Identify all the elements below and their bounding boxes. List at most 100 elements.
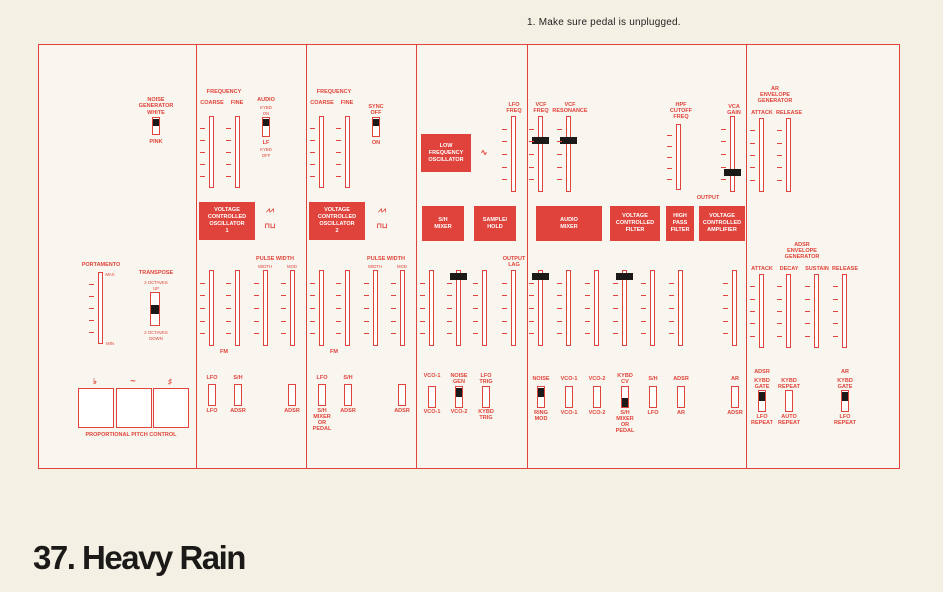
slider-tick — [391, 295, 396, 296]
sync-switch[interactable] — [372, 117, 380, 137]
mixer-vco2-switch[interactable] — [593, 386, 601, 408]
slider-tick — [473, 321, 478, 322]
slider-tick — [502, 167, 507, 168]
mixer-vco1-slider[interactable] — [566, 270, 571, 346]
hpf-cutoff-slider[interactable] — [676, 124, 681, 190]
vco2-coarse-slider[interactable] — [319, 116, 324, 188]
vco1-fine-slider[interactable] — [235, 116, 240, 188]
proportional-pitch-control-label: PROPORTIONAL PITCH CONTROL — [85, 432, 177, 438]
pitch-pad-flat[interactable] — [78, 388, 114, 428]
adsr-attack-slider[interactable] — [759, 274, 764, 348]
vco1-coarse-slider[interactable] — [209, 116, 214, 188]
slider-tick — [529, 333, 534, 334]
vca-ar-slider[interactable] — [732, 270, 737, 346]
slider-tick — [336, 152, 341, 153]
slider-tick — [254, 308, 259, 309]
slider-knob — [450, 273, 467, 280]
vcf-sh-slider[interactable] — [650, 270, 655, 346]
transpose-switch[interactable] — [150, 292, 160, 326]
sh-mixer-slider-1[interactable] — [429, 270, 434, 346]
vca-ar-switch[interactable] — [731, 386, 739, 408]
mixer-vco1-switch[interactable] — [565, 386, 573, 408]
adsr-label-3: ADSR — [340, 408, 356, 414]
adsr-gate-switch[interactable] — [758, 390, 766, 412]
pulse-width-label: PULSE WIDTH — [256, 256, 294, 262]
vco2-fm-switch-2[interactable] — [344, 384, 352, 406]
vco1-pwm-slider[interactable] — [290, 270, 295, 346]
mixer-noise-switch[interactable] — [537, 386, 545, 408]
sh-source-switch-2[interactable] — [455, 386, 463, 408]
vco2-fm-switch-1[interactable] — [318, 384, 326, 406]
slider-tick — [750, 311, 755, 312]
slider-tick — [310, 140, 315, 141]
audio-mixer-block: AUDIO MIXER — [536, 206, 602, 241]
repeat-switch[interactable] — [785, 390, 793, 412]
vcf-sh-switch[interactable] — [649, 386, 657, 408]
slider-tick — [777, 323, 782, 324]
adsr-decay-slider[interactable] — [786, 274, 791, 348]
pitch-pad-sharp[interactable] — [153, 388, 189, 428]
slider-knob — [532, 273, 549, 280]
slider-tick — [750, 299, 755, 300]
sh-source-switch-1[interactable] — [428, 386, 436, 408]
vco1-pwm-switch[interactable] — [288, 384, 296, 406]
slider-tick — [529, 129, 534, 130]
square-wave-icon: ⊓⊔ — [376, 223, 388, 230]
vco1-fm-slider-1[interactable] — [209, 270, 214, 346]
vcf-resonance-slider[interactable] — [560, 116, 577, 192]
mod-label: MOD — [286, 264, 298, 269]
vco2-width-slider[interactable] — [373, 270, 378, 346]
vco2-fine-slider[interactable] — [345, 116, 350, 188]
octaves-up-label: 2 OCTAVES UP — [144, 280, 168, 291]
flat-symbol: ♭ — [93, 377, 97, 386]
slider-tick — [310, 176, 315, 177]
sh-label-2: S/H — [343, 375, 353, 381]
pitch-pad-center[interactable] — [116, 388, 152, 428]
vco2-label: VCO-2 — [450, 409, 468, 415]
output-lag-slider[interactable] — [511, 270, 516, 346]
vcf-adsr-switch[interactable] — [677, 386, 685, 408]
output-lag-label: OUTPUT LAG — [502, 256, 526, 268]
sh-mixer-slider-2[interactable] — [450, 270, 467, 346]
vco2-pwm-switch[interactable] — [398, 384, 406, 406]
vco2-block: VOLTAGE CONTROLLED OSCILLATOR 2 — [309, 202, 365, 240]
slider-tick — [473, 333, 478, 334]
vco2-fm-slider-1[interactable] — [319, 270, 324, 346]
noise-type-switch[interactable] — [152, 117, 160, 135]
vco1-range-switch[interactable] — [262, 117, 270, 137]
ar-gate-switch[interactable] — [841, 390, 849, 412]
vcf-freq-slider[interactable] — [532, 116, 549, 192]
slider-tick — [473, 295, 478, 296]
sh-trigger-switch[interactable] — [482, 386, 490, 408]
vco2-fm-slider-2[interactable] — [345, 270, 350, 346]
vcf-adsr-slider[interactable] — [678, 270, 683, 346]
slider-tick — [585, 295, 590, 296]
vco1-fm-switch-1[interactable] — [208, 384, 216, 406]
slider-tick — [364, 283, 369, 284]
adsr-sustain-slider[interactable] — [814, 274, 819, 348]
slider-tick — [557, 167, 562, 168]
vco1-width-slider[interactable] — [263, 270, 268, 346]
sh-slider-3[interactable] — [482, 270, 487, 346]
portamento-slider[interactable] — [98, 272, 103, 344]
pulse-width-label-2: PULSE WIDTH — [367, 256, 405, 262]
mixer-vco2-slider[interactable] — [594, 270, 599, 346]
vco1-fm-slider-2[interactable] — [235, 270, 240, 346]
slider-tick — [805, 311, 810, 312]
sh-mixer-pedal-label-2: S/H MIXER OR PEDAL — [615, 410, 635, 434]
mixer-noise-slider[interactable] — [532, 270, 549, 346]
slider-tick — [641, 295, 646, 296]
adsr-release-slider[interactable] — [842, 274, 847, 348]
adsr-label: ADSR — [230, 408, 246, 414]
vcf-kybd-cv-slider[interactable] — [616, 270, 633, 346]
vcf-kybd-switch[interactable] — [621, 386, 629, 408]
vco1-fm-switch-2[interactable] — [234, 384, 242, 406]
ar-release-slider[interactable] — [786, 118, 791, 192]
lfo-freq-slider[interactable] — [511, 116, 516, 192]
slider-tick — [226, 140, 231, 141]
vco2-pwm-slider[interactable] — [400, 270, 405, 346]
vco1-label-2: VCO-1 — [423, 409, 441, 415]
max-label: MAX — [105, 272, 115, 277]
vca-gain-slider[interactable] — [724, 116, 741, 192]
ar-attack-slider[interactable] — [759, 118, 764, 192]
